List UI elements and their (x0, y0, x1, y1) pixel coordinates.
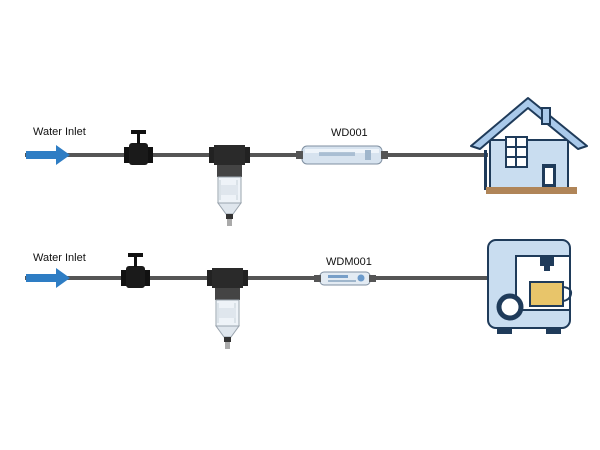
row-1 (25, 97, 588, 226)
arrow-icon (26, 145, 70, 165)
valve-icon (124, 130, 153, 165)
prefilter-icon (207, 268, 248, 349)
inline-filter-icon (296, 145, 388, 165)
water-inlet-label-2: Water Inlet (33, 252, 86, 264)
water-inlet-label-1: Water Inlet (33, 126, 86, 138)
inline-filter-icon (314, 271, 376, 286)
device-label-wdm001: WDM001 (326, 256, 372, 268)
row-2 (25, 239, 573, 349)
valve-icon (121, 253, 150, 288)
house-icon (470, 97, 588, 194)
device-label-wd001: WD001 (331, 127, 368, 139)
arrow-icon (26, 268, 70, 288)
coffee-machine-icon (487, 239, 573, 334)
prefilter-icon (209, 145, 250, 226)
